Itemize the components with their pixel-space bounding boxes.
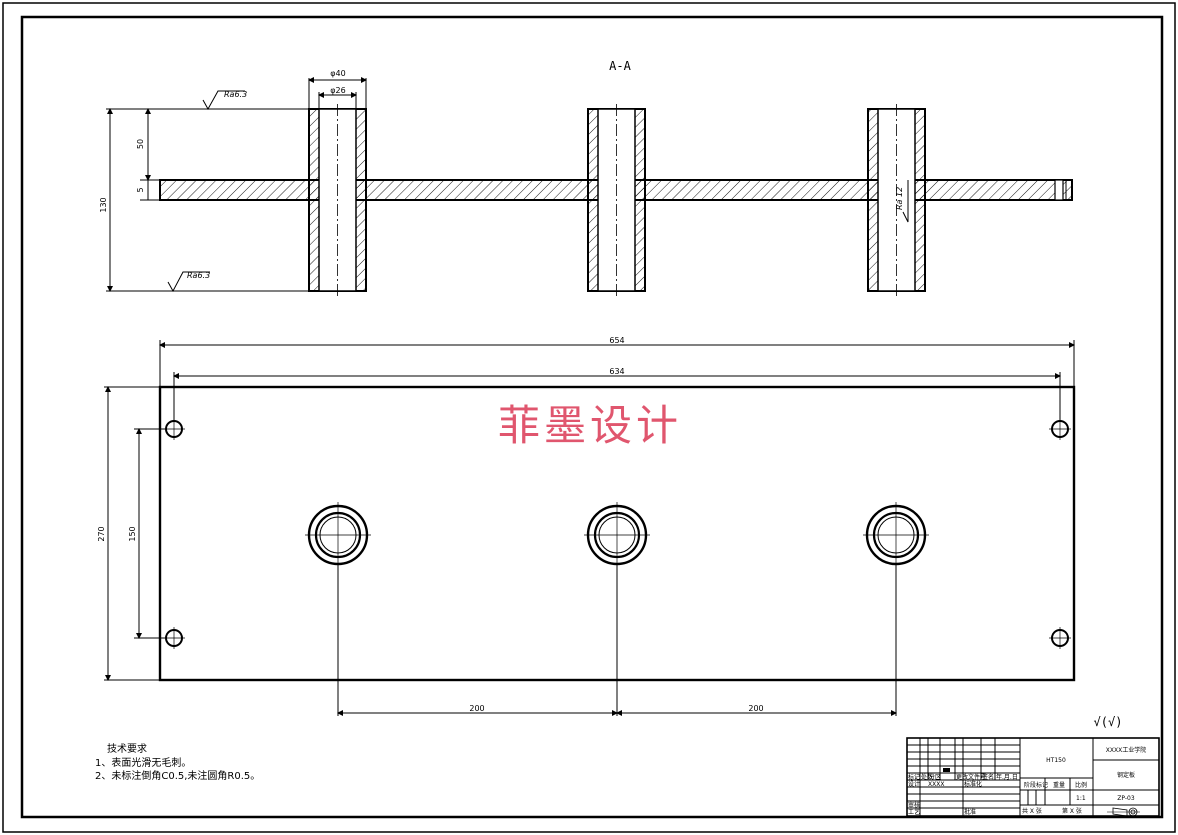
roughness-bottom: Ra6.3: [187, 271, 210, 280]
tech-item-1: 1、表面光滑无毛刺。: [95, 756, 191, 769]
projection-symbol-icon: [1107, 807, 1140, 817]
roughness-top: Ra6.3: [224, 90, 247, 99]
watermark: 菲墨设计: [498, 401, 682, 450]
boss-plan-2: [584, 502, 650, 568]
dim-thickness-5: 5: [136, 187, 145, 192]
dim-height-50: 50: [136, 139, 145, 149]
dim-boss-spacing-1: 200: [469, 704, 484, 713]
tb-weight: 重量: [1053, 781, 1065, 789]
view-label: A-A: [609, 59, 631, 73]
tb-design: 设计: [908, 780, 920, 788]
tb-count: 处数: [921, 773, 933, 781]
tb-part-name: 钢定板: [1117, 771, 1135, 779]
dim-total-height: 130: [99, 197, 108, 212]
dim-outer-dia: φ40: [330, 69, 345, 78]
dim-hole-pitch-x: 634: [609, 367, 624, 376]
tb-scale: 1:1: [1076, 795, 1086, 802]
tb-date: 年.月.日: [996, 773, 1018, 781]
dim-hole-pitch-y: 150: [128, 526, 137, 541]
tb-review: 审核: [908, 801, 920, 809]
dim-boss-spacing-2: 200: [748, 704, 763, 713]
tb-sheets-total: 共 X 张: [1022, 807, 1042, 815]
dim-overall-width: 270: [97, 526, 106, 541]
boss-plan-1: [305, 502, 371, 568]
surface-symbol: √(√): [1094, 715, 1123, 729]
tech-item-2: 2、未标注倒角C0.5,未注圆角R0.5。: [95, 769, 260, 782]
inner-frame: [20, 15, 1164, 819]
section-view: φ40 φ26 130 50 5 Ra6.3 Ra6.3 Ra 12: [99, 69, 1073, 296]
tb-standardize: 标准化: [964, 780, 982, 788]
tb-zone: 分区: [929, 773, 941, 781]
plan-view: 654 634 270 150 200 200: [97, 336, 1076, 716]
tb-process: 工艺: [908, 808, 920, 816]
tb-scale-label: 比例: [1075, 781, 1087, 789]
tb-mark: 标记: [908, 773, 920, 781]
tb-stage-mark: 阶段标记: [1024, 781, 1048, 789]
tb-signature: 签名: [982, 773, 994, 781]
tb-material: HT150: [1046, 757, 1066, 764]
tb-change-doc: 更改文件号: [956, 773, 986, 781]
tb-sheet-no: 第 X 张: [1062, 807, 1082, 815]
dim-inner-dia: φ26: [330, 86, 345, 95]
tb-drawing-no: ZP-03: [1117, 795, 1135, 802]
boss-plan-3: [863, 502, 929, 568]
tb-school: XXXX工业学院: [1106, 746, 1146, 754]
dim-overall-length: 654: [609, 336, 624, 345]
tb-approve: 批准: [964, 808, 976, 816]
roughness-bore: Ra 12: [895, 187, 904, 210]
tb-designer: XXXX: [928, 781, 944, 788]
title-block: 标记 处数 分区 更改文件号 签名 年.月.日 设计 XXXX 标准化 审核 工…: [906, 737, 1160, 817]
tech-heading: 技术要求: [107, 742, 147, 755]
section-end-hole: [1054, 179, 1064, 201]
